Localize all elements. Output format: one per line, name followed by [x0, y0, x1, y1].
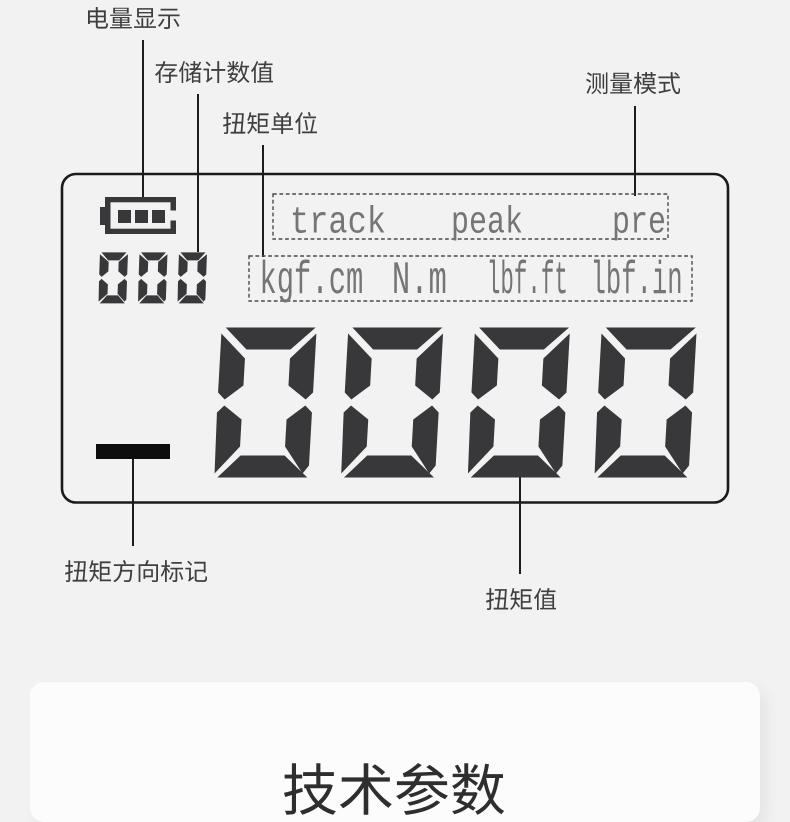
svg-text:peak: peak: [451, 202, 523, 245]
svg-text:pre: pre: [612, 202, 666, 245]
svg-text:kgf.cm: kgf.cm: [259, 255, 363, 307]
svg-text:N.m: N.m: [392, 255, 447, 307]
svg-text:lbf.in: lbf.in: [591, 255, 683, 307]
svg-text:lbf.ft: lbf.ft: [487, 255, 568, 307]
svg-text:track: track: [290, 202, 386, 245]
